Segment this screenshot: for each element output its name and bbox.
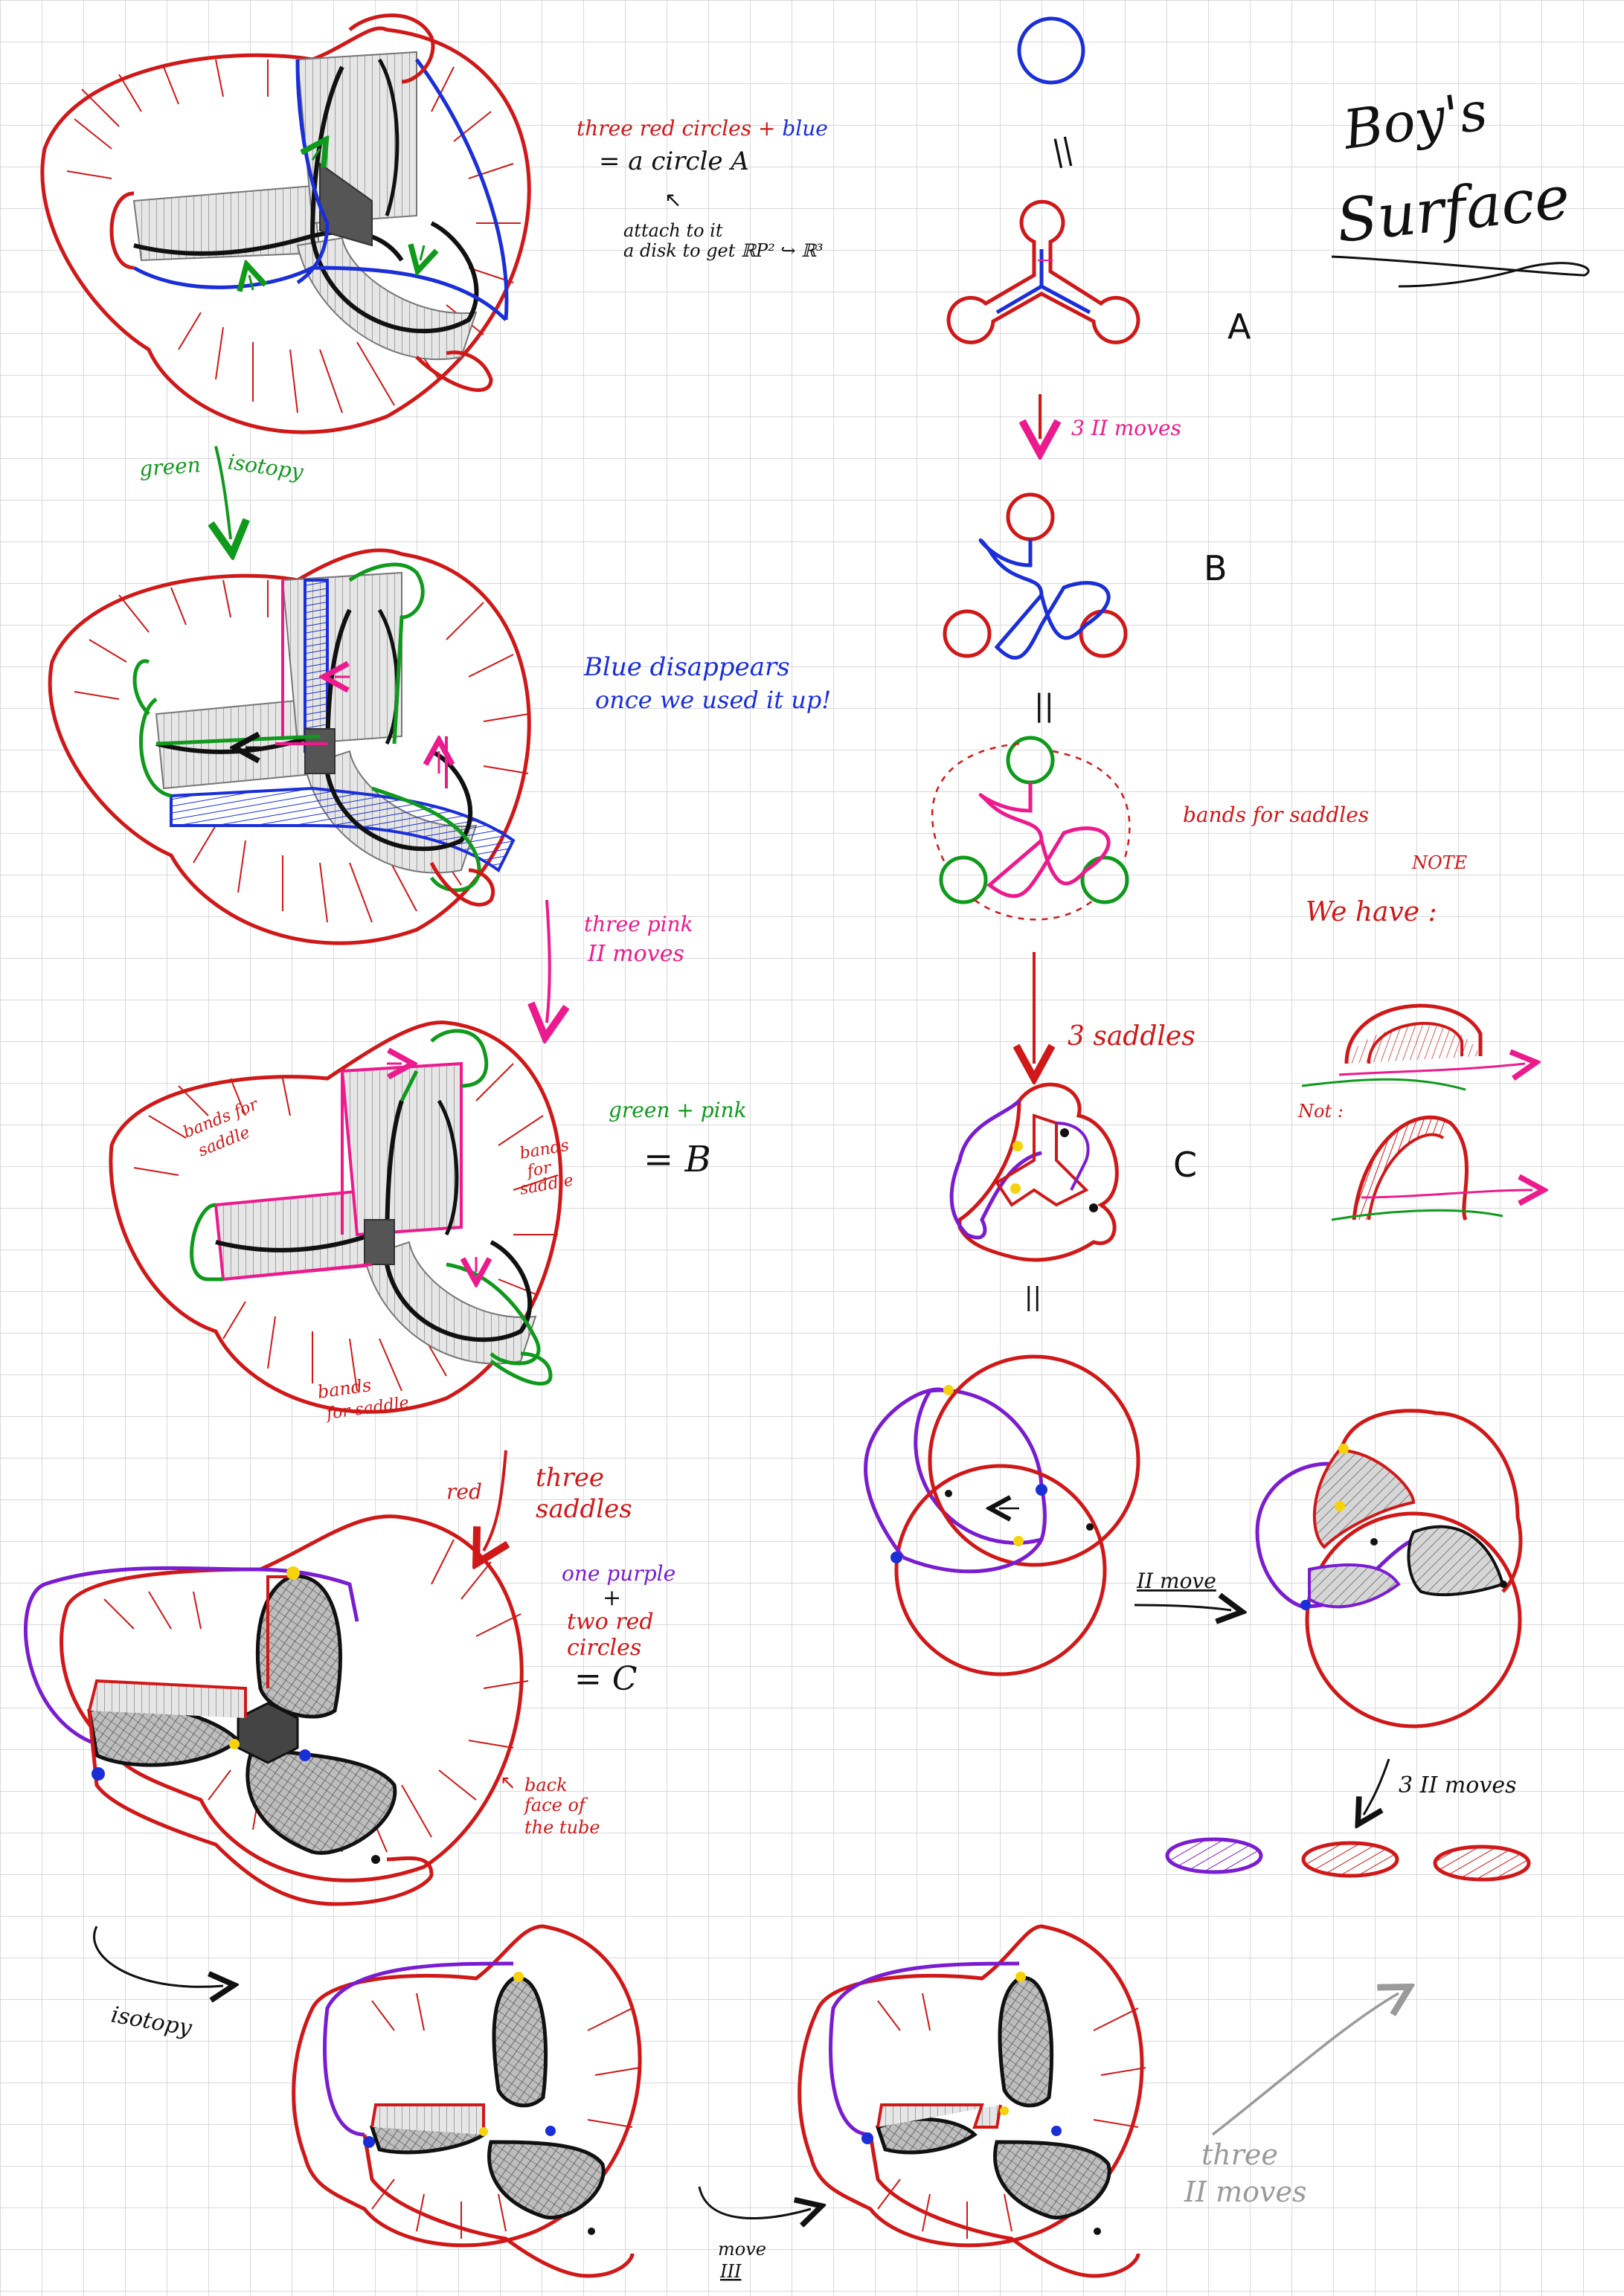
arrow3-line2: saddles — [536, 1494, 632, 1524]
three-discs — [1165, 1837, 1531, 1882]
equals-mark-3: || — [1024, 1282, 1042, 1312]
label-a: A — [1227, 306, 1251, 347]
diagram-b — [943, 492, 1128, 660]
note-we-have-sketch — [1301, 1003, 1525, 1091]
pink-moves-arrow-icon — [547, 899, 550, 1023]
diagram-c — [949, 1082, 1119, 1262]
note1-arrow-icon: ↖ — [664, 187, 681, 212]
diagram-bands — [931, 736, 1131, 921]
three-moves-gray-arrow-icon — [1211, 1993, 1399, 2136]
surface-drawing-2 — [48, 548, 531, 945]
note1-line3: attach to it — [623, 220, 723, 241]
isotopy-curved-arrow-icon — [93, 1926, 223, 1987]
surface-drawing-1 — [40, 13, 531, 434]
surface-drawing-3 — [109, 1020, 563, 1414]
diagram-shaded — [1255, 1409, 1523, 1729]
note-not-sketch — [1331, 1115, 1532, 1221]
equals-mark-1: || — [1050, 132, 1076, 170]
svg-text:three red circles + blue: three red circles + blue — [577, 116, 828, 141]
note3-line1: green + pink — [609, 1098, 747, 1122]
note4-line3: two red — [567, 1609, 654, 1635]
note-we-have: We have : — [1306, 897, 1437, 927]
arrow3-line1: three — [536, 1463, 604, 1493]
move3-line2: III — [719, 2261, 742, 2282]
back-face-arrow-icon: ↖ — [500, 1772, 516, 1794]
bands-b-line2: for — [524, 1158, 553, 1181]
diagram-a — [946, 199, 1140, 344]
note1-line4: a disk to get ℝP² ↪ ℝ³ — [623, 240, 824, 261]
note2-line2: once we used it up! — [595, 686, 831, 714]
red-saddles-arrow-icon — [484, 1450, 506, 1551]
arrow2-line1: three pink — [584, 912, 693, 936]
note1-line2: = a circle A — [599, 147, 749, 176]
note3-line2: = B — [643, 1139, 711, 1180]
move3-line1: move — [718, 2239, 766, 2260]
arrow1-isotopy: isotopy — [226, 449, 306, 484]
green-isotopy-arrow-icon — [216, 446, 231, 539]
surface-drawing-5 — [292, 1924, 642, 2278]
ii-move-right-arrow-icon — [1134, 1605, 1231, 1610]
blue-circle-diagram — [1017, 16, 1085, 85]
note4-line5: = C — [574, 1660, 638, 1698]
ii-move-label: II move — [1136, 1569, 1216, 1593]
isotopy-label: isotopy — [109, 2001, 195, 2042]
surface-drawing-4 — [24, 1514, 529, 1906]
equals-mark-2: || — [1034, 689, 1054, 723]
title-line-2: Surface — [1333, 163, 1573, 256]
three-moves-line2: II moves — [1184, 2176, 1306, 2208]
title-line-1: Boy's — [1338, 80, 1491, 161]
note1-blue: blue — [782, 116, 827, 141]
three-ii-moves-down-arrow-icon — [1364, 1758, 1390, 1815]
arrow3-red: red — [446, 1479, 482, 1504]
note2-line1: Blue disappears — [583, 652, 790, 682]
three-moves-line1: three — [1201, 2138, 1278, 2171]
three-ii-moves-label: 3 II moves — [1399, 1772, 1516, 1798]
bands-for-saddles-label: bands for saddles — [1183, 803, 1369, 827]
label-c: C — [1173, 1145, 1197, 1185]
underline-swoosh — [1331, 255, 1590, 288]
note4-line1: one purple — [562, 1561, 675, 1586]
note4-line4: circles — [567, 1635, 641, 1661]
back-face-line3: the tube — [524, 1817, 600, 1838]
back-face-line2: face of — [523, 1795, 588, 1816]
arrow2-line2: II moves — [587, 941, 684, 967]
back-face-line1: back — [524, 1775, 568, 1795]
note-not: Not : — [1297, 1101, 1344, 1122]
arrow1-green: green — [138, 452, 202, 481]
note-title: NOTE — [1411, 852, 1468, 873]
surface-drawing-6 — [797, 1924, 1146, 2278]
saddles-arrow-label: 3 saddles — [1068, 1021, 1195, 1052]
note1-red: three red circles + — [577, 116, 782, 141]
label-b: B — [1204, 548, 1227, 588]
diagram-three-circles — [864, 1354, 1140, 1676]
move-iii-arrow-icon — [698, 2186, 811, 2218]
arrow-a-label: 3 II moves — [1071, 416, 1181, 440]
note4-line2: + — [603, 1585, 621, 1611]
